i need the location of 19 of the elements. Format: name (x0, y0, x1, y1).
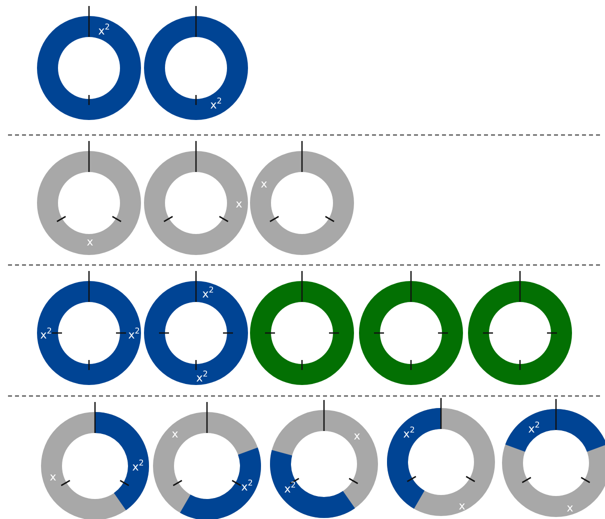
segment-label: x$^{2}$ (132, 460, 144, 472)
segment-label: x$^{2}$ (196, 370, 208, 384)
segment-label: x (50, 472, 56, 482)
segment-label: x$^{2}$ (403, 426, 415, 440)
segment-label: x (236, 198, 242, 210)
segment-label: x$^{2}$ (241, 480, 253, 492)
segment-label: x (172, 428, 178, 440)
segment-label: x$^{2}$ (40, 328, 52, 340)
segment-label: x (458, 500, 466, 512)
segment-label: x$^{2}$ (202, 286, 214, 300)
segment-label: x (86, 236, 94, 248)
segment-label: x (354, 430, 360, 442)
segment-label: x$^{2}$ (528, 422, 540, 434)
segment-label: x$^{2}$ (98, 24, 110, 36)
segment-label: x$^{2}$ (128, 328, 140, 340)
segment-label: x$^{2}$ (284, 482, 296, 494)
segment-label: x (260, 178, 268, 190)
segment-label: x (566, 502, 574, 514)
segment-label: x$^{2}$ (210, 98, 222, 110)
